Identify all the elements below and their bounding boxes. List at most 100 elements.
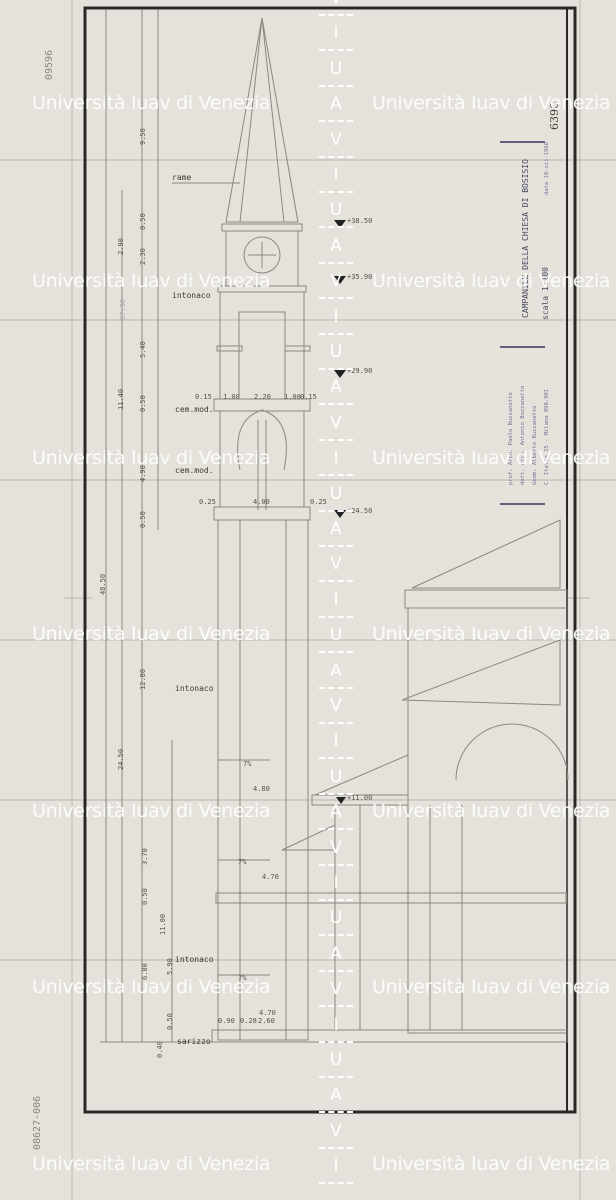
dim-total-upper: 37.90 — [119, 299, 127, 320]
dim-w: 1.00 — [223, 393, 240, 401]
archive-code-top: 09596 — [44, 50, 55, 80]
dim-angel-base: 0.50 — [139, 511, 147, 528]
watermark-text: Università Iuav di Venezia — [32, 447, 271, 469]
watermark-letter: A — [330, 519, 342, 539]
watermark-dash — [319, 368, 353, 370]
elevation-value: +29.90 — [347, 367, 372, 375]
watermark-letter: A — [330, 94, 342, 115]
watermark-letter: A — [330, 377, 342, 398]
dim-width-lower: 4.70 — [262, 873, 279, 881]
watermark-letter: U — [329, 625, 343, 646]
watermark-dash — [319, 474, 353, 477]
watermark-letter: I — [333, 731, 339, 752]
watermark-dash — [319, 49, 353, 52]
label-rame: rame — [172, 173, 191, 182]
dim-w: 4.00 — [253, 498, 270, 506]
watermark-dash — [319, 1146, 353, 1149]
dim-angel: 4.90 — [139, 465, 147, 482]
watermark-dash — [319, 191, 353, 193]
watermark-dash — [319, 722, 353, 724]
dim-w: 2.60 — [258, 1017, 275, 1025]
watermark-dash — [319, 438, 353, 441]
watermark-letter: V — [330, 1120, 342, 1141]
watermark-dash — [319, 934, 353, 937]
elevation-value: +35.90 — [347, 273, 372, 281]
watermark-dash — [319, 1111, 353, 1114]
material-labels: rame intonaco cem.mod. cem.mod. intonaco… — [172, 173, 240, 1046]
dim-clock: 2.30 — [139, 248, 147, 265]
dim-w: 2.20 — [254, 393, 271, 401]
sheet-number: 6390 — [548, 102, 561, 130]
watermark-letter: U — [329, 200, 343, 221]
watermark-letter: A — [330, 1085, 342, 1106]
stamp-line: dott. Arch. Antonio Buzzanetto — [520, 386, 526, 485]
watermark-letter: U — [329, 342, 343, 362]
watermark-dash — [319, 14, 353, 16]
church-facade — [281, 519, 569, 1034]
elevation-marker: +38.50 — [334, 217, 372, 228]
watermark-dash — [319, 757, 353, 760]
watermark-dash — [319, 1040, 353, 1043]
elevation-value: +24.50 — [347, 507, 372, 515]
watermark-dash — [319, 615, 353, 618]
watermark-dash — [319, 84, 353, 87]
watermark-letter: A — [330, 802, 342, 823]
watermark-letter: V — [328, 0, 344, 8]
dim-w: 0.25 — [199, 498, 216, 506]
watermark-letter: A — [330, 660, 342, 681]
watermark-dash — [319, 332, 353, 335]
watermark-letter: I — [333, 1156, 339, 1177]
dim-w: 0.15 — [300, 393, 317, 401]
elevation-markers: +38.50 +35.90 +29.90 +24.50 +11.00 — [334, 217, 372, 804]
archive-code-bottom: 08627-006 — [32, 1096, 43, 1150]
dim-base2: 0.40 — [156, 1041, 164, 1058]
label-intonaco: intonaco — [175, 955, 214, 964]
watermark-dash — [319, 651, 353, 654]
watermark-dash — [319, 1182, 353, 1185]
dimension-lines — [105, 10, 173, 1042]
watermark-letter: V — [330, 129, 342, 150]
dim-shaft: 12.80 — [139, 669, 147, 690]
drawing-scale: scala 1:100 — [541, 267, 550, 320]
watermark-dash — [319, 545, 353, 547]
dim-base1: 0.50 — [166, 1013, 174, 1030]
elevation-marker: +35.90 — [334, 273, 372, 284]
dim-w: 0.90 — [218, 1017, 235, 1025]
dim-lower1: 3.70 — [141, 848, 149, 865]
label-sarizzo: sarizzo — [177, 1037, 211, 1046]
watermark-dash — [319, 828, 353, 831]
watermark-dash — [319, 1005, 353, 1008]
dimension-texts: 48.50 9.50 2.90 0.50 2.30 37.90 5.40 0.5… — [99, 128, 327, 1058]
watermark-letter: U — [329, 766, 343, 787]
dim-belfry: 5.40 — [139, 341, 147, 358]
watermark-dash — [319, 899, 353, 901]
watermark-letter: U — [329, 1050, 343, 1070]
watermark-letter: I — [333, 873, 339, 893]
bell-tower — [100, 17, 568, 1043]
watermark-dash — [319, 1076, 353, 1078]
label-intonaco: intonaco — [172, 291, 211, 300]
watermark-dash — [319, 226, 353, 229]
watermark-text: Università Iuav di Venezia — [32, 1153, 271, 1175]
watermark-letter: V — [330, 837, 342, 858]
watermark-text: Università Iuav di Venezia — [372, 976, 611, 998]
elevation-marker: +11.00 — [336, 794, 372, 804]
watermark-letter: I — [333, 306, 339, 327]
watermark-letter: U — [329, 908, 343, 929]
dim-total: 48.50 — [99, 574, 107, 595]
watermark-dash — [319, 155, 353, 158]
dim-lower4: 6.80 — [141, 963, 149, 980]
watermark-letter: V — [330, 271, 342, 292]
watermark-text: Università Iuav di Venezia — [372, 623, 611, 645]
dim-cornice: 0.50 — [139, 395, 147, 412]
title-block: CAMPANILE DELLA CHIESA DI BOSISIO data 1… — [500, 102, 561, 505]
dim-upper: 2.90 — [117, 238, 125, 255]
watermark-dash — [319, 686, 353, 689]
elevation-value: +11.00 — [347, 794, 372, 802]
stamp-line: Geom. Alberto Buzzanetto — [532, 406, 538, 485]
watermark-text: Università Iuav di Venezia — [32, 976, 271, 998]
dim-slope: 7% — [243, 760, 252, 768]
watermark-text: Università Iuav di Venezia — [372, 92, 611, 114]
watermark-dash — [319, 403, 353, 406]
